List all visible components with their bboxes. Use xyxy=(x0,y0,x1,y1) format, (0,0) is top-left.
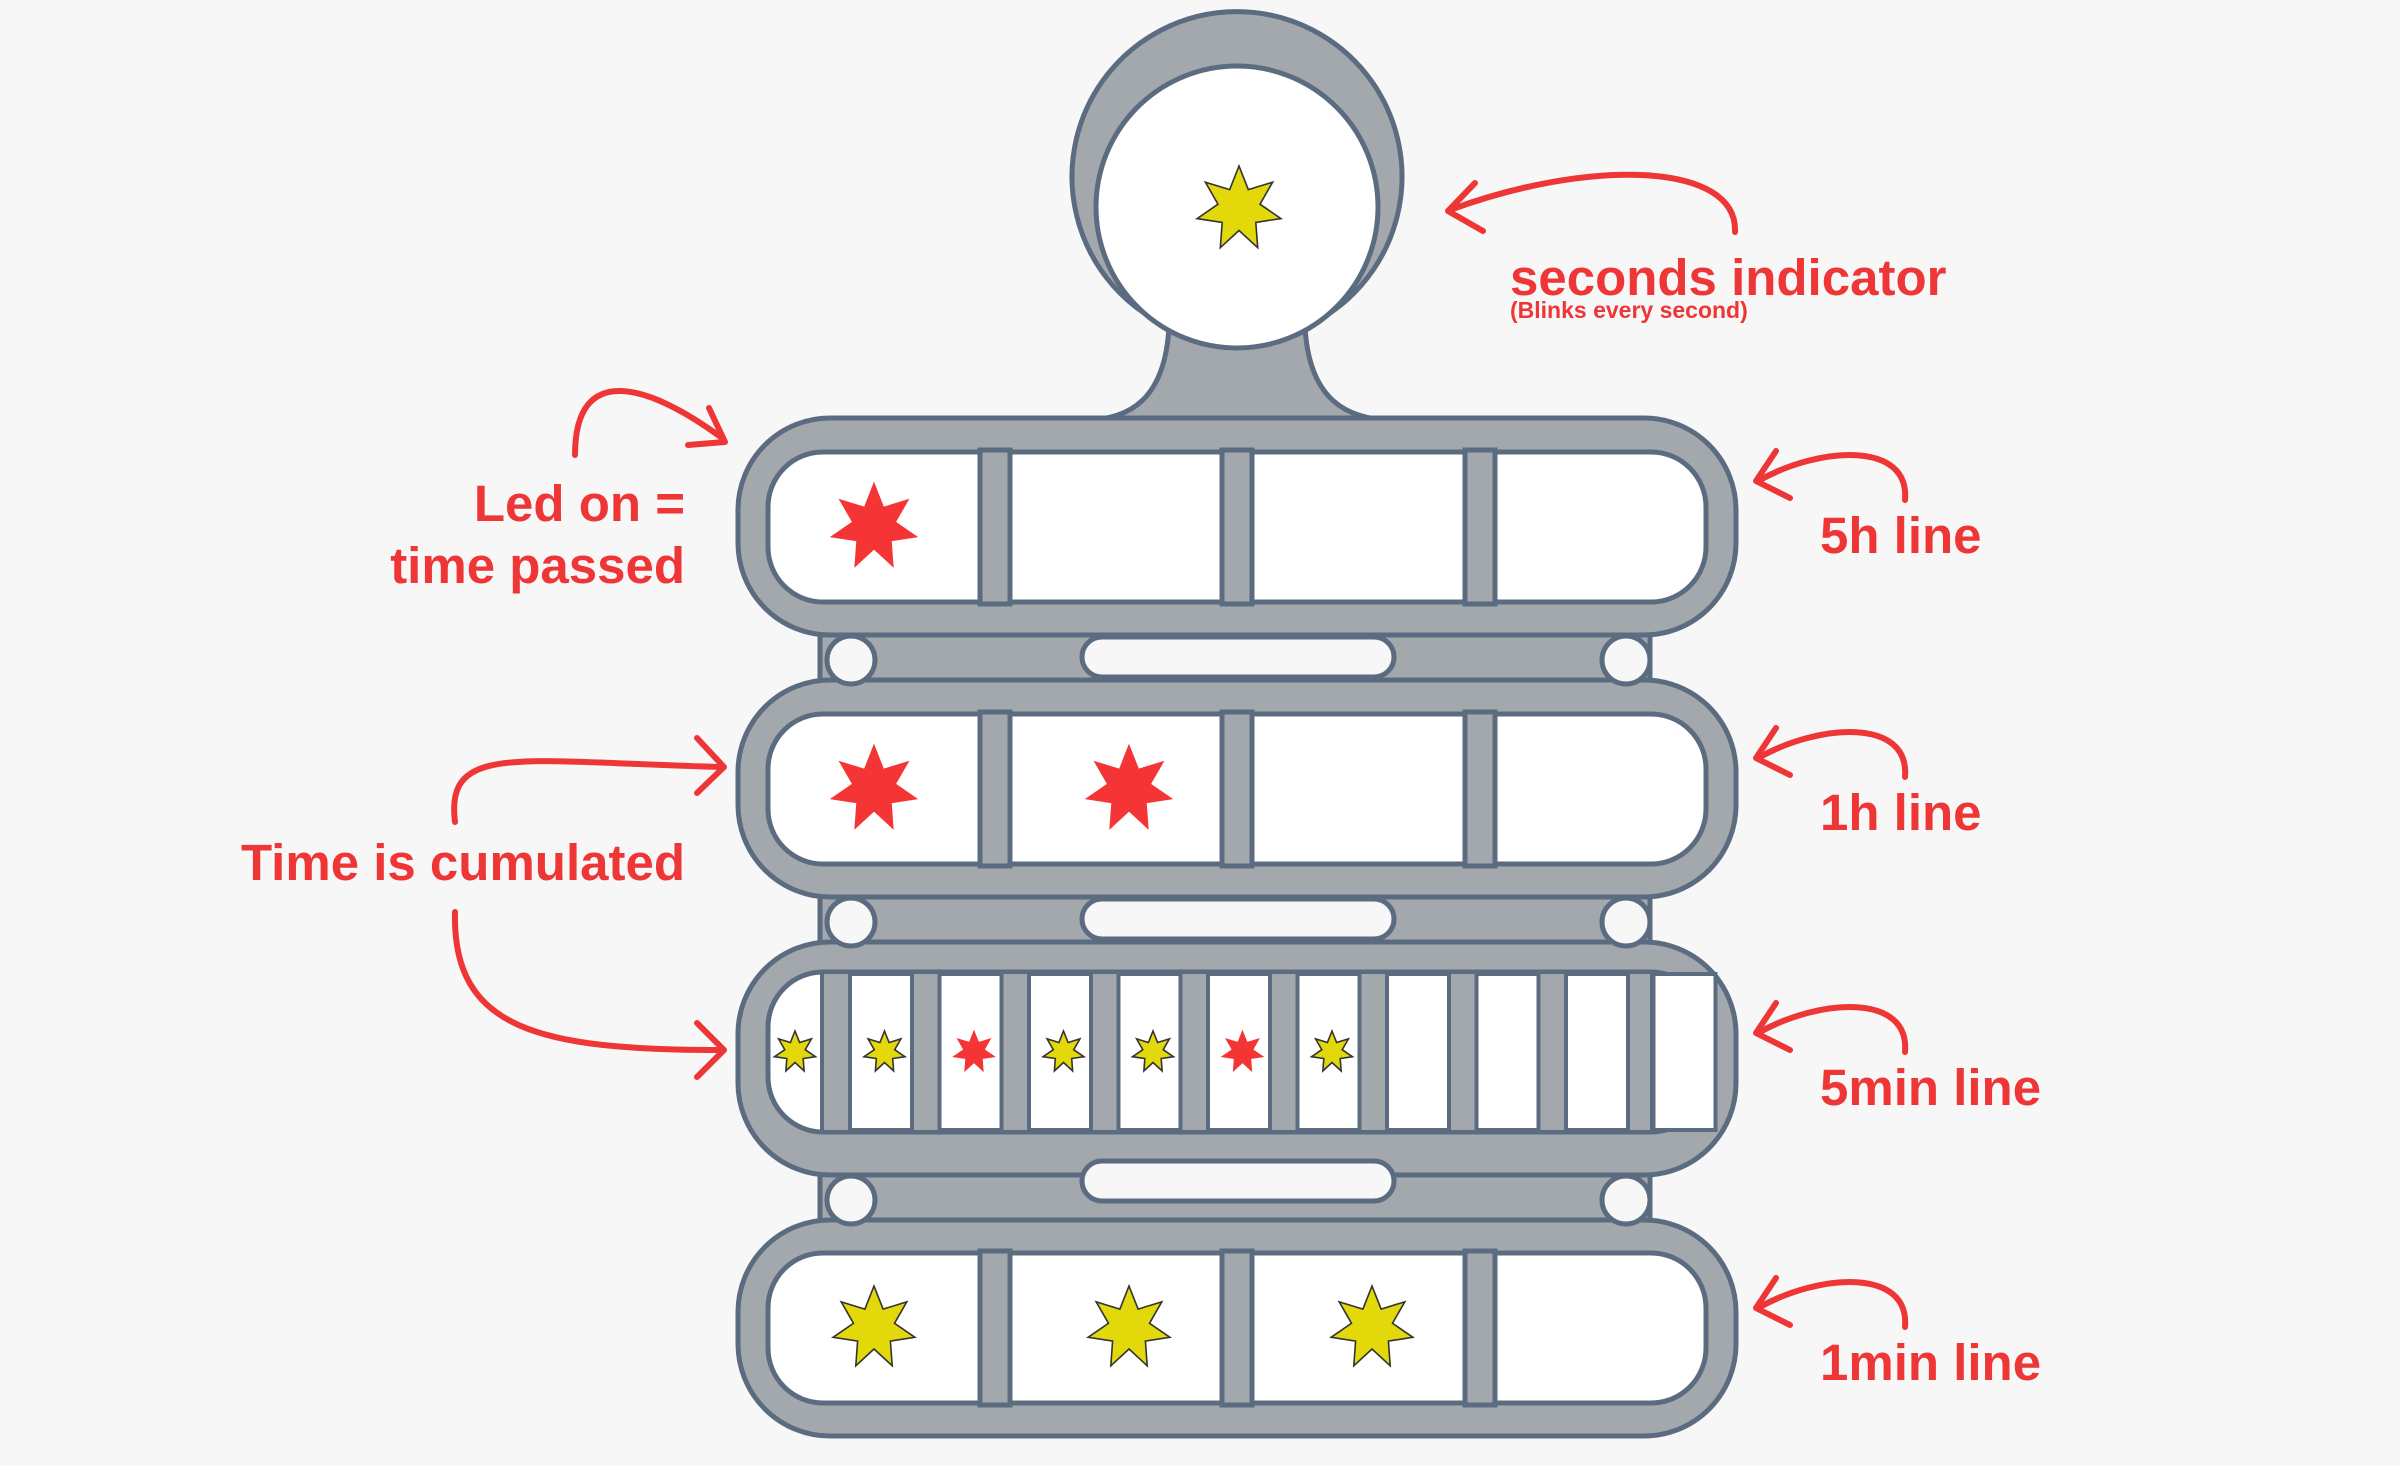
waist-notch xyxy=(1599,633,1653,687)
waist-notch xyxy=(824,895,878,949)
waist-notch xyxy=(1599,895,1653,949)
minute-cell xyxy=(1474,972,1541,1132)
row-1h-arrowhead-icon xyxy=(1753,725,1793,778)
seconds-arrow-icon xyxy=(1447,171,1739,235)
cumulated-arrowhead-lower-icon xyxy=(694,1020,727,1080)
row-1h-led-1-icon xyxy=(829,743,919,830)
cumulated-arrow-lower-icon xyxy=(451,909,725,1053)
row-5min-led-3-icon xyxy=(952,1029,996,1073)
cell-divider xyxy=(1219,1248,1255,1408)
row-1h-led-2-icon xyxy=(1084,743,1174,830)
row-1h xyxy=(765,709,1709,869)
time-cumulated-label: Time is cumulated xyxy=(241,834,685,891)
cell-divider xyxy=(977,1248,1013,1408)
row-5min xyxy=(765,969,1718,1135)
led-on-arrow-icon xyxy=(572,388,725,458)
cell-divider xyxy=(1219,447,1255,607)
row-1min-led-1-icon xyxy=(830,1283,918,1368)
cell-divider xyxy=(1462,447,1498,607)
row-5h xyxy=(765,447,1709,607)
row-1min-label: 1min line xyxy=(1820,1334,2041,1391)
minute-cell xyxy=(1651,972,1718,1132)
led-on-arrowhead-icon xyxy=(685,405,728,448)
cumulated-arrow-upper-icon xyxy=(451,758,725,825)
row-5h-arrowhead-icon xyxy=(1753,448,1793,501)
row-5h-arrow-icon xyxy=(1755,452,1909,503)
row-1min-arrow-icon xyxy=(1755,1279,1909,1330)
row-5min-led-1-icon xyxy=(772,1028,818,1073)
row-5min-led-5-icon xyxy=(1130,1028,1176,1073)
row-1h-label: 1h line xyxy=(1820,784,1982,841)
row-5h-label: 5h line xyxy=(1820,507,1982,564)
row-1min-led-3-icon xyxy=(1328,1283,1416,1368)
row-5min-arrow-icon xyxy=(1755,1004,1909,1055)
minute-cell xyxy=(1027,972,1093,1132)
row-5min-label: 5min line xyxy=(1820,1059,2041,1116)
frame-slot xyxy=(1079,1158,1397,1204)
led-on-label-line1: Led on = xyxy=(474,475,685,532)
minute-cell xyxy=(1385,972,1451,1132)
cumulated-arrowhead-upper-icon xyxy=(694,735,727,796)
row-1min-arrowhead-icon xyxy=(1753,1275,1793,1328)
row-5h-led-1-icon xyxy=(829,481,919,568)
cell-divider xyxy=(1462,709,1498,869)
waist-notch xyxy=(824,1173,878,1227)
row-1h-arrow-icon xyxy=(1755,729,1909,780)
minute-cell xyxy=(1206,972,1272,1132)
frame-slot xyxy=(1079,634,1397,680)
waist-notch xyxy=(824,633,878,687)
row-1min xyxy=(765,1248,1709,1408)
row-5min-led-4-icon xyxy=(1040,1028,1087,1073)
row-1min-led-2-icon xyxy=(1085,1283,1173,1368)
cell-divider xyxy=(1219,709,1255,869)
seconds-arrowhead-icon xyxy=(1445,180,1486,234)
led-on-label-line2: time passed xyxy=(390,537,685,594)
seconds-indicator-note: (Blinks every second) xyxy=(1510,297,1748,323)
cell-divider xyxy=(977,447,1013,607)
seconds-indicator xyxy=(1093,63,1381,351)
seconds-led-icon xyxy=(1194,163,1284,250)
row-5min-led-7-icon xyxy=(1309,1028,1355,1073)
row-5min-arrowhead-icon xyxy=(1753,1000,1793,1053)
cell-divider xyxy=(1462,1248,1498,1408)
seconds-indicator-title: seconds indicator xyxy=(1510,249,1947,306)
waist-notch xyxy=(1599,1173,1653,1227)
row-5min-led-2-icon xyxy=(861,1028,908,1073)
minute-cell xyxy=(1564,972,1630,1132)
cell-divider xyxy=(977,709,1013,869)
frame-slot xyxy=(1079,896,1397,942)
row-5min-led-6-icon xyxy=(1220,1029,1265,1073)
